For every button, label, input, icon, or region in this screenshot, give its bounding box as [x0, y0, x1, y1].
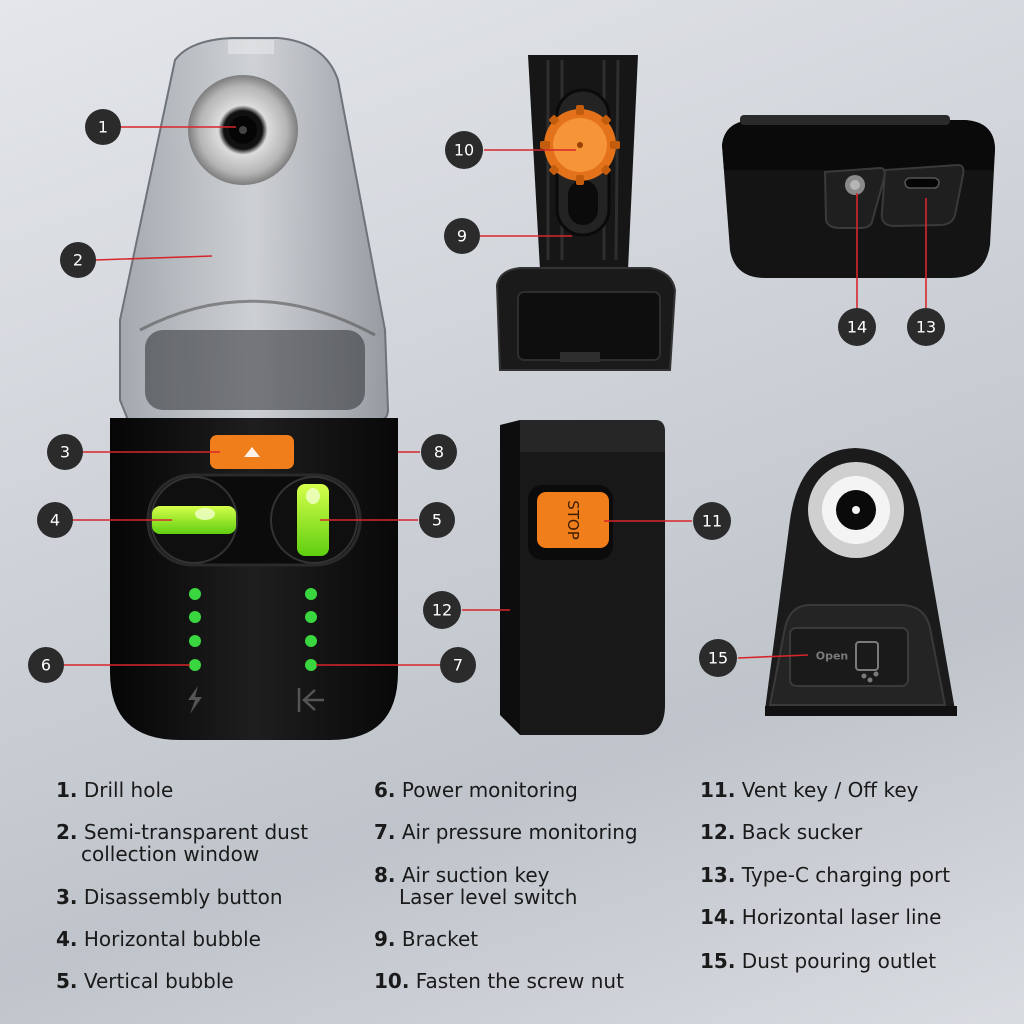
device-bottom-view — [722, 115, 995, 278]
legend-item-9: 9. Bracket — [374, 928, 478, 950]
legend-number: 13. — [700, 863, 736, 887]
legend-item-1: 1. Drill hole — [56, 779, 173, 801]
legend-text: Bracket — [401, 927, 479, 951]
svg-text:9: 9 — [457, 227, 467, 246]
svg-text:6: 6 — [41, 656, 51, 675]
air-pressure-icon — [297, 688, 324, 712]
legend-number: 11. — [700, 778, 736, 802]
legend-number: 15. — [700, 949, 736, 973]
legend-number: 5. — [56, 969, 78, 993]
legend-text: Air pressure monitoring — [401, 820, 638, 844]
callout-7: 7 — [440, 647, 476, 683]
legend-text: Type-C charging port — [741, 863, 951, 887]
bracket — [495, 55, 677, 371]
callout-5: 5 — [419, 502, 455, 538]
callout-14: 14 — [838, 308, 876, 346]
dust-outlet-cover — [789, 627, 909, 687]
legend-text: Drill hole — [83, 778, 174, 802]
svg-text:3: 3 — [60, 443, 70, 462]
legend-item-7: 7. Air pressure monitoring — [374, 821, 638, 843]
legend-text: Vertical bubble — [83, 969, 234, 993]
legend-number: 9. — [374, 927, 396, 951]
legend-number: 3. — [56, 885, 78, 909]
legend-text-line2: collection window — [81, 842, 260, 866]
legend-number: 8. — [374, 863, 396, 887]
open-label: Open — [816, 650, 849, 663]
horizontal-bubble-vial — [152, 506, 236, 534]
svg-text:4: 4 — [50, 511, 60, 530]
legend-item-5: 5. Vertical bubble — [56, 970, 234, 992]
legend-number: 2. — [56, 820, 78, 844]
legend-text: Dust pouring outlet — [741, 949, 937, 973]
legend-text: Vent key / Off key — [741, 778, 919, 802]
legend-text: Horizontal bubble — [83, 927, 261, 951]
legend-text: Fasten the screw nut — [415, 969, 624, 993]
lightning-icon — [188, 686, 202, 714]
svg-text:1: 1 — [98, 118, 108, 137]
callout-1: 1 — [85, 109, 121, 145]
legend-number: 1. — [56, 778, 78, 802]
svg-text:2: 2 — [73, 251, 83, 270]
legend-item-11: 11. Vent key / Off key — [700, 779, 918, 801]
leader-lines — [64, 126, 927, 666]
legend-text: Back sucker — [741, 820, 863, 844]
legend-item-3: 3. Disassembly button — [56, 886, 283, 908]
power-leds — [189, 588, 201, 671]
legend-text: Semi-transparent dust — [83, 820, 309, 844]
legend-number: 14. — [700, 905, 736, 929]
callout-6: 6 — [28, 647, 64, 683]
main-device-front — [110, 37, 398, 740]
callout-2: 2 — [60, 242, 96, 278]
svg-text:5: 5 — [432, 511, 442, 530]
callout-3: 3 — [47, 434, 83, 470]
legend-text: Air suction key — [401, 863, 550, 887]
stop-key-label: STOP — [564, 500, 582, 540]
legend-number: 7. — [374, 820, 396, 844]
svg-text:8: 8 — [434, 443, 444, 462]
legend-item-6: 6. Power monitoring — [374, 779, 578, 801]
device-dust-outlet-view: Open — [765, 448, 957, 716]
legend-item-8: 8. Air suction key Laser level switch — [374, 864, 577, 908]
legend-text: Power monitoring — [401, 778, 578, 802]
svg-text:14: 14 — [847, 318, 867, 337]
screw-nut — [540, 105, 620, 185]
callout-15: 15 — [699, 639, 737, 677]
callout-13: 13 — [907, 308, 945, 346]
legend-item-4: 4. Horizontal bubble — [56, 928, 261, 950]
legend-number: 6. — [374, 778, 396, 802]
svg-text:10: 10 — [454, 141, 474, 160]
callout-12: 12 — [423, 591, 461, 629]
svg-text:15: 15 — [708, 649, 728, 668]
legend-item-12: 12. Back sucker — [700, 821, 862, 843]
svg-text:7: 7 — [453, 656, 463, 675]
callout-8: 8 — [421, 434, 457, 470]
legend-item-2: 2. Semi-transparent dust collection wind… — [56, 821, 308, 865]
legend-item-10: 10. Fasten the screw nut — [374, 970, 624, 992]
legend-text-line2: Laser level switch — [399, 885, 578, 909]
pressure-leds — [305, 588, 317, 671]
legend-item-13: 13. Type-C charging port — [700, 864, 950, 886]
legend-text: Disassembly button — [83, 885, 283, 909]
svg-text:12: 12 — [432, 601, 452, 620]
legend-number: 4. — [56, 927, 78, 951]
type-c-port — [904, 177, 940, 189]
callout-9: 9 — [444, 218, 480, 254]
legend-number: 10. — [374, 969, 410, 993]
stop-key — [537, 492, 609, 548]
svg-text:11: 11 — [702, 512, 722, 531]
device-side-view: STOP — [500, 420, 665, 735]
legend-item-15: 15. Dust pouring outlet — [700, 950, 936, 972]
dust-collection-window — [119, 37, 390, 421]
legend-number: 12. — [700, 820, 736, 844]
legend-text: Horizontal laser line — [741, 905, 942, 929]
svg-text:13: 13 — [916, 318, 936, 337]
dust-icon — [855, 641, 879, 683]
legend-item-14: 14. Horizontal laser line — [700, 906, 941, 928]
vertical-bubble-vial — [297, 484, 329, 556]
callout-11: 11 — [693, 502, 731, 540]
callout-4: 4 — [37, 502, 73, 538]
callout-10: 10 — [445, 131, 483, 169]
